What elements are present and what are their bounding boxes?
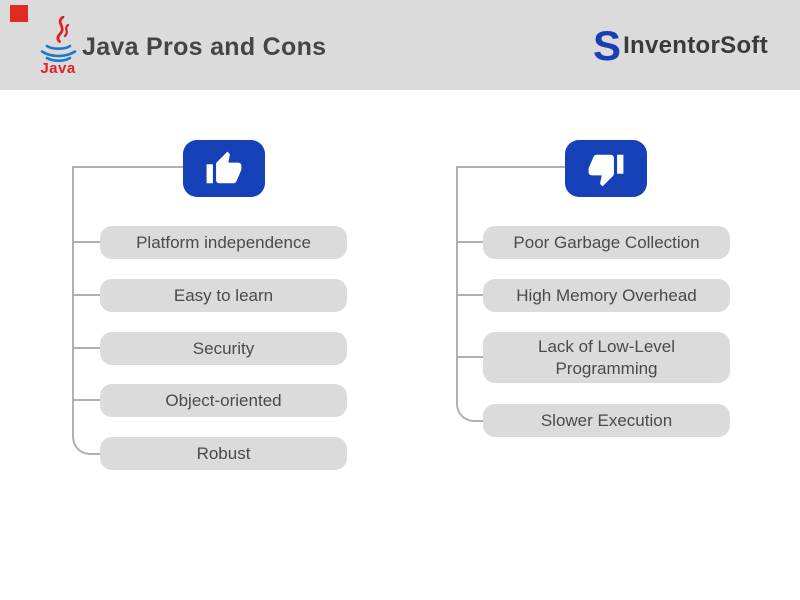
pros-item: Easy to learn — [100, 279, 347, 312]
cons-connector-tick — [456, 294, 483, 296]
java-logo-icon — [34, 15, 82, 64]
cons-item: Slower Execution — [483, 404, 730, 437]
pros-connector-spine — [72, 166, 102, 455]
thumbs-up-icon — [206, 151, 242, 183]
cons-item: Lack of Low-Level Programming — [483, 332, 730, 383]
thumbs-down-icon — [588, 154, 624, 186]
thumbs-up-badge — [183, 140, 265, 197]
pros-connector-tick — [72, 399, 100, 401]
cons-connector-tick — [456, 241, 483, 243]
pros-connector-tick — [72, 347, 100, 349]
corner-accent-square — [10, 5, 28, 22]
brand-name: InventorSoft — [623, 32, 768, 59]
brand-s-icon: S — [593, 22, 622, 69]
thumbs-down-badge — [565, 140, 647, 197]
java-logo-label: Java — [40, 60, 76, 77]
cons-connector-tick — [456, 356, 483, 358]
cons-item: High Memory Overhead — [483, 279, 730, 312]
pros-connector-tick — [72, 294, 100, 296]
pros-item: Object-oriented — [100, 384, 347, 417]
brand-logo: S InventorSoft — [593, 22, 768, 69]
page-title: Java Pros and Cons — [82, 33, 327, 61]
pros-item: Security — [100, 332, 347, 365]
cons-item: Poor Garbage Collection — [483, 226, 730, 259]
pros-connector-tick — [72, 241, 100, 243]
pros-item: Platform independence — [100, 226, 347, 259]
cons-badge-connector — [456, 166, 566, 168]
header-band — [0, 0, 800, 90]
pros-item: Robust — [100, 437, 347, 470]
pros-badge-connector — [72, 166, 184, 168]
